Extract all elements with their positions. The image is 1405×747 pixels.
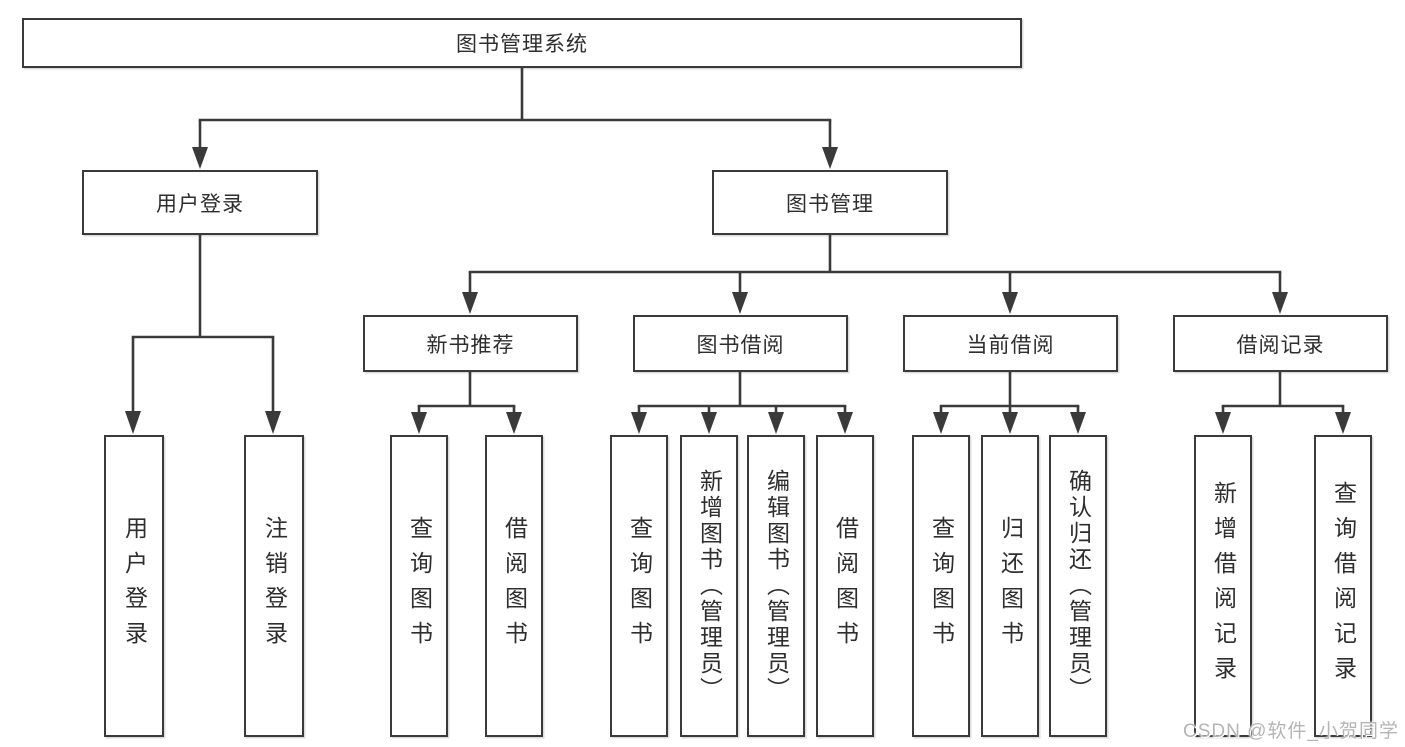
node-label: 编辑图书（管理员） — [763, 469, 790, 703]
node-label: 借阅图书 — [501, 516, 528, 656]
node-label: 新书推荐 — [426, 333, 515, 357]
node-leaf-confirm-return-admin: 确认归还（管理员） — [1049, 435, 1107, 737]
node-leaf-logout: 注销登录 — [244, 435, 304, 737]
node-borrowing-records: 借阅记录 — [1173, 315, 1388, 372]
node-label: 新增借阅记录 — [1210, 481, 1237, 691]
node-label: 查询借阅记录 — [1330, 481, 1357, 691]
node-leaf-borrow-books-borrowing: 借阅图书 — [816, 435, 874, 737]
node-current-borrowing: 当前借阅 — [903, 315, 1118, 372]
node-label: 图书借阅 — [696, 333, 785, 357]
node-leaf-add-books-admin: 新增图书（管理员） — [680, 435, 738, 737]
node-label: 当前借阅 — [966, 333, 1055, 357]
node-label: 查询图书 — [406, 516, 433, 656]
node-user-login: 用户登录 — [82, 170, 318, 235]
node-label: 借阅图书 — [832, 516, 859, 656]
node-label: 图书管理 — [786, 192, 874, 216]
node-leaf-query-borrow-record: 查询借阅记录 — [1314, 435, 1372, 737]
node-label: 借阅记录 — [1236, 333, 1325, 357]
csdn-watermark: CSDN @软件_小贺同学 — [1183, 721, 1399, 742]
node-leaf-user-login: 用户登录 — [104, 435, 164, 737]
node-book-management: 图书管理 — [712, 170, 948, 235]
node-label: 确认归还（管理员） — [1065, 469, 1092, 703]
node-label: 新增图书（管理员） — [696, 469, 723, 703]
node-leaf-return-books: 归还图书 — [981, 435, 1039, 737]
node-leaf-borrow-books-recommend: 借阅图书 — [485, 435, 543, 737]
node-label: 用户登录 — [156, 192, 244, 216]
node-leaf-add-borrow-record: 新增借阅记录 — [1194, 435, 1252, 737]
node-leaf-query-books-current: 查询图书 — [912, 435, 970, 737]
node-leaf-query-books-borrowing: 查询图书 — [610, 435, 668, 737]
node-leaf-query-books-recommend: 查询图书 — [390, 435, 448, 737]
node-book-borrowing: 图书借阅 — [633, 315, 848, 372]
node-label: 用户登录 — [121, 516, 148, 656]
node-label: 注销登录 — [261, 516, 288, 656]
node-new-book-recommend: 新书推荐 — [363, 315, 578, 372]
node-label: 查询图书 — [626, 516, 653, 656]
node-label: 查询图书 — [928, 516, 955, 656]
node-leaf-edit-books-admin: 编辑图书（管理员） — [747, 435, 805, 737]
node-label: 归还图书 — [997, 516, 1024, 656]
node-library-management-system: 图书管理系统 — [22, 18, 1022, 68]
node-label: 图书管理系统 — [456, 33, 588, 56]
